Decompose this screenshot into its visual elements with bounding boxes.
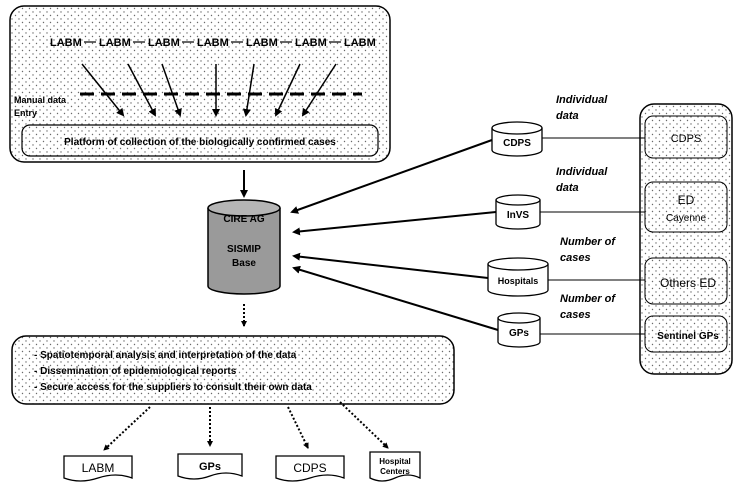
central-db-bottom-label: Base <box>232 258 256 269</box>
flow-label-gps-2: cases <box>560 309 591 321</box>
provider-label-sentinel-gps: Sentinel GPs <box>657 331 719 342</box>
flow-label-invs-2: data <box>556 182 579 194</box>
source-db-cdps-label: CDPS <box>503 138 531 149</box>
arrow-gps-to-db <box>292 265 499 331</box>
labm-node: LABM <box>246 37 278 49</box>
lab-to-platform-arrows <box>81 63 337 117</box>
provider-label-ed: ED <box>678 193 695 207</box>
lab-arrow <box>242 63 255 117</box>
flow-label-gps-1: Number of <box>560 293 616 305</box>
recipient-hospital-label-2: Centers <box>380 467 410 476</box>
output-item-2: - Dissemination of epidemiological repor… <box>34 366 237 377</box>
provider-box-others-ed <box>644 257 728 305</box>
recipient-gps-shape <box>177 453 243 480</box>
source-db-invs: InVS <box>495 194 541 230</box>
collection-platform-box <box>21 124 379 157</box>
labm-node: LABM <box>197 37 229 49</box>
source-db-cdps: CDPS <box>491 121 543 157</box>
recipient-labm-shape <box>63 455 133 482</box>
provider-connectors <box>540 137 645 335</box>
labm-node: LABM <box>344 37 376 49</box>
labm-node: LABM <box>148 37 180 49</box>
flow-label-cdps-1: Individual <box>556 94 608 106</box>
arrow-to-hospital-centers <box>339 401 389 449</box>
labm-chain: LABM LABM LABM LABM LABM LABM LABM <box>50 37 376 49</box>
lab-arrow <box>301 63 337 117</box>
source-db-gps: GPs <box>497 312 541 348</box>
flow-label-invs-1: Individual <box>556 166 608 178</box>
central-db-top-label: CIRE AG <box>223 214 265 225</box>
source-db-hospitals-label: Hospitals <box>498 276 539 286</box>
source-to-db-arrows <box>290 139 499 331</box>
provider-box-cdps <box>644 115 728 159</box>
laboratory-panel-frame <box>9 5 391 163</box>
providers-panel: CDPS ED Cayenne Others ED Sentinel GPs <box>639 103 733 375</box>
recipient-cdps-shape <box>275 455 345 482</box>
source-db-gps-label: GPs <box>509 328 529 339</box>
recipients: LABM GPs CDPS Hospital Centers <box>63 451 421 482</box>
manual-entry-line2: Entry <box>14 108 37 118</box>
provider-label-cayenne: Cayenne <box>666 213 706 224</box>
central-database-cylinder: CIRE AG SISMIP Base <box>207 199 281 295</box>
source-db-invs-label: InVS <box>507 210 530 221</box>
lab-arrow <box>274 63 301 117</box>
providers-panel-frame <box>639 103 733 375</box>
outputs-panel: - Spatiotemporal analysis and interpreta… <box>11 335 455 405</box>
recipient-hospital-shape <box>369 451 421 482</box>
flow-label-hospitals-1: Number of <box>560 236 616 248</box>
flow-label-cdps-2: data <box>556 110 579 122</box>
lab-arrow <box>81 63 125 117</box>
source-db-hospitals: Hospitals <box>487 257 549 297</box>
output-item-1: - Spatiotemporal analysis and interpreta… <box>34 350 297 361</box>
lab-arrow <box>161 63 182 117</box>
flow-label-hospitals-2: cases <box>560 252 591 264</box>
labm-node: LABM <box>99 37 131 49</box>
flow-labels: Individual data Individual data Number o… <box>556 94 616 321</box>
recipient-hospital-label-1: Hospital <box>379 457 411 466</box>
central-db-mid-label: SISMIP <box>227 244 261 255</box>
laboratory-panel: LABM LABM LABM LABM LABM LABM LABM Manual data… <box>9 5 391 163</box>
outputs-to-recipients-arrows <box>103 401 389 451</box>
recipient-cdps-label: CDPS <box>293 461 326 475</box>
arrow-to-cdps <box>287 406 309 449</box>
arrow-hospitals-to-db <box>292 252 489 279</box>
output-item-3: - Secure access for the suppliers to con… <box>34 382 312 393</box>
labm-node: LABM <box>295 37 327 49</box>
arrow-cdps-to-db <box>290 139 493 214</box>
labm-node: LABM <box>50 37 82 49</box>
provider-box-ed-cayenne <box>644 181 728 233</box>
provider-label-others-ed: Others ED <box>660 276 716 290</box>
arrow-to-labm <box>103 406 151 451</box>
lab-arrow <box>127 63 156 117</box>
outputs-panel-frame <box>11 335 455 405</box>
collection-platform-label: Platform of collection of the biological… <box>64 137 336 148</box>
manual-entry-line1: Manual data <box>14 95 67 105</box>
arrow-invs-to-db <box>292 211 497 236</box>
recipient-gps-label: GPs <box>199 461 221 473</box>
recipient-labm-label: LABM <box>82 461 115 475</box>
provider-label-cdps: CDPS <box>671 133 702 145</box>
